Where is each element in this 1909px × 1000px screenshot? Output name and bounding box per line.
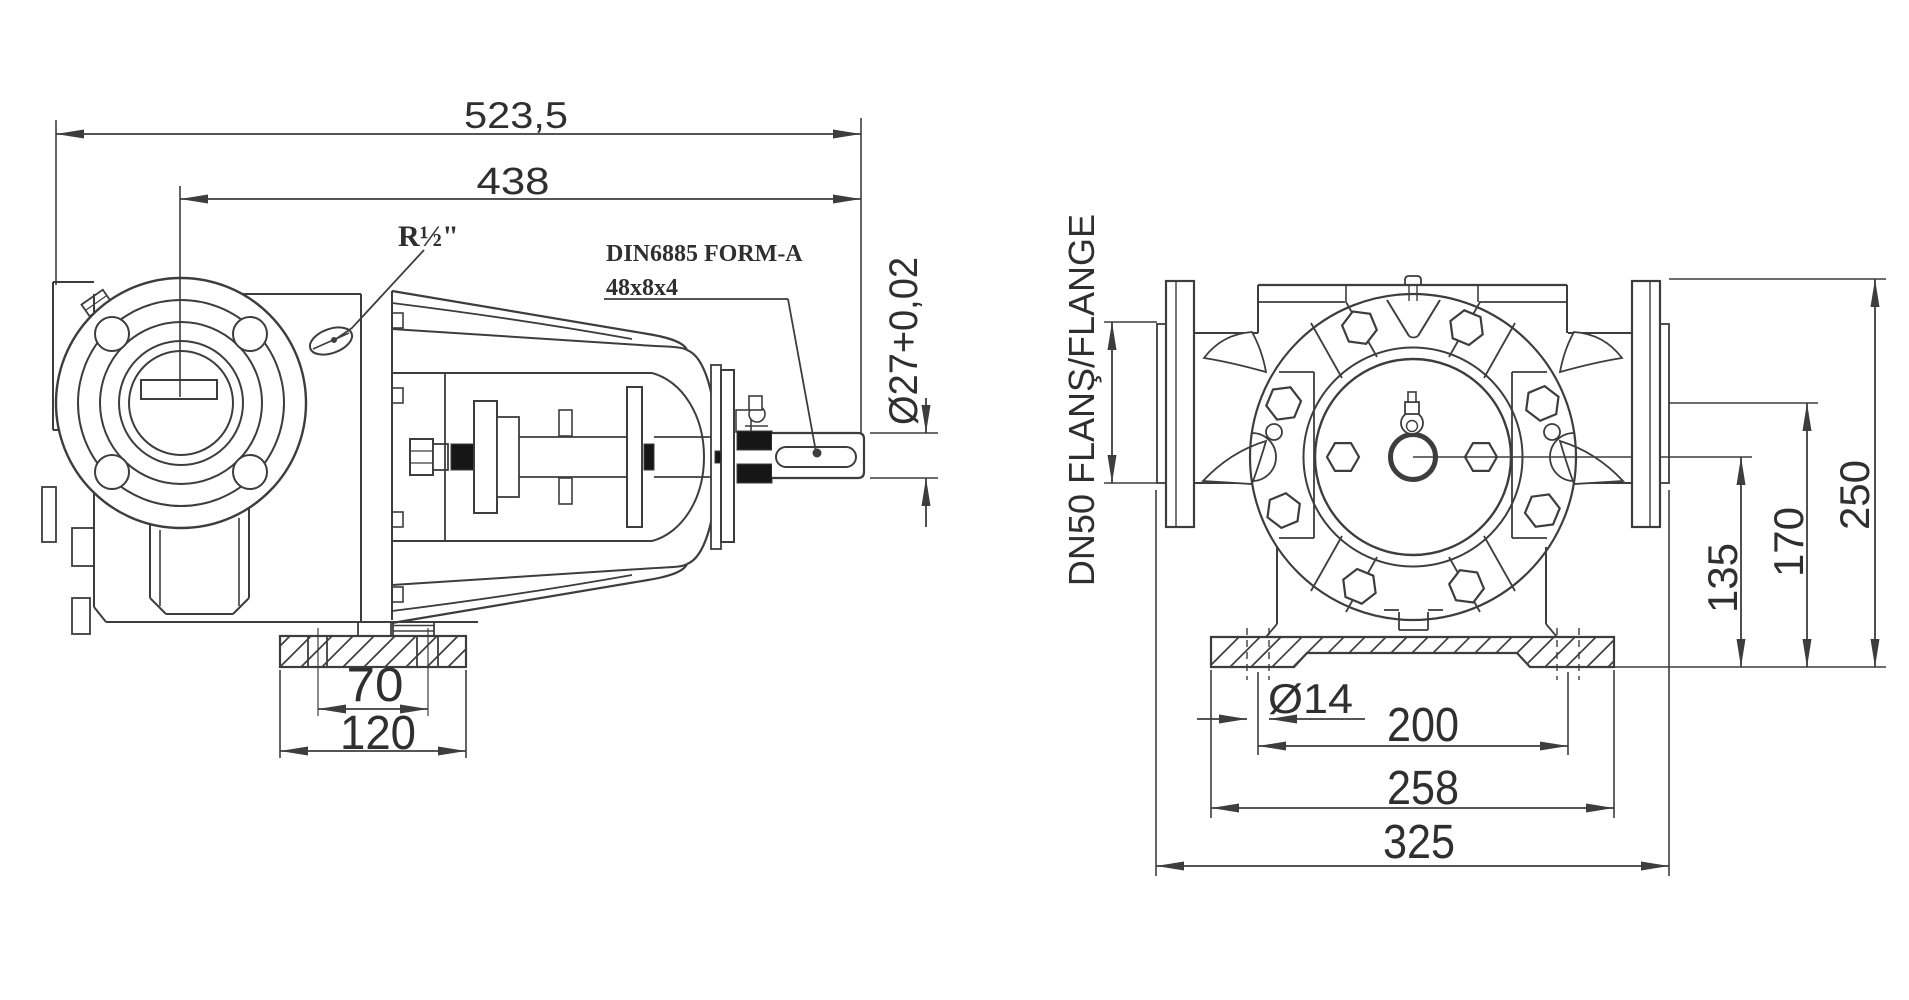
svg-text:R½": R½" (398, 220, 459, 253)
svg-text:135: 135 (1699, 543, 1746, 613)
svg-text:250: 250 (1831, 460, 1878, 530)
svg-text:438: 438 (477, 161, 550, 203)
svg-text:DN50 FLANŞ/FLANGE: DN50 FLANŞ/FLANGE (1061, 214, 1102, 586)
svg-text:DIN6885 FORM-A: DIN6885 FORM-A (606, 241, 803, 267)
svg-text:Ø27+0,02: Ø27+0,02 (882, 257, 926, 425)
svg-text:70: 70 (347, 659, 404, 712)
svg-text:120: 120 (340, 707, 416, 760)
svg-text:Ø14: Ø14 (1268, 675, 1353, 722)
svg-text:523,5: 523,5 (464, 95, 568, 136)
svg-text:48x8x4: 48x8x4 (606, 275, 678, 301)
svg-text:170: 170 (1765, 507, 1812, 577)
svg-text:200: 200 (1387, 699, 1459, 752)
svg-text:258: 258 (1387, 762, 1459, 815)
svg-text:325: 325 (1383, 816, 1455, 869)
